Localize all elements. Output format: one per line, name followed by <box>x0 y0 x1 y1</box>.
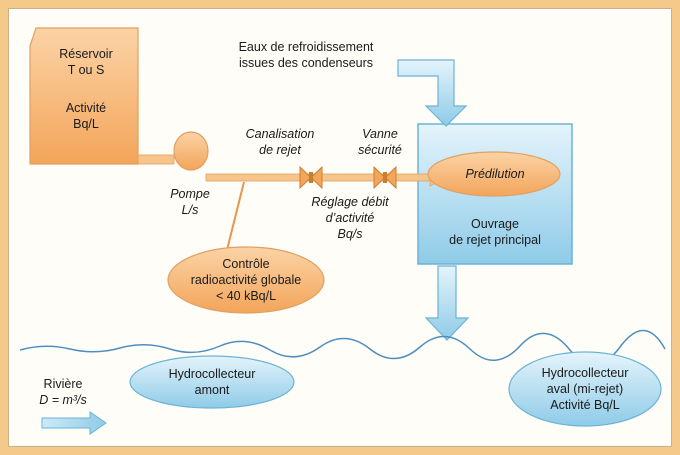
collector-downstream-line3: Activité Bq/L <box>550 398 620 412</box>
river-line1: Rivière <box>43 377 83 391</box>
collector-upstream-line2: amont <box>194 383 230 397</box>
reservoir-line1: Réservoir <box>59 47 113 61</box>
radio-control-line2: radioactivité globale <box>190 273 302 287</box>
collector-downstream-line2: aval (mi-rejet) <box>546 382 624 396</box>
valve-security-line2: sécurité <box>358 143 402 157</box>
cooling-water-label: Eaux de refroidissement issues des conde… <box>218 39 394 71</box>
radio-control-line3: < 40 kBq/L <box>215 289 277 303</box>
predilution-label: Prédilution <box>465 167 525 181</box>
flow-adjust-valve-icon <box>299 165 323 190</box>
collector-upstream-ellipse <box>129 355 295 409</box>
control-connector-line <box>225 181 245 255</box>
outfall-line2: de rejet principal <box>449 233 541 247</box>
cooling-water-line1: Eaux de refroidissement <box>238 40 374 54</box>
outfall-to-river-arrow-icon <box>424 265 470 341</box>
collector-upstream-line1: Hydrocollecteur <box>168 367 256 381</box>
reservoir-line3: Activité <box>65 101 107 115</box>
pump-line1: Pompe <box>170 187 210 201</box>
reservoir-tank <box>29 27 139 165</box>
security-valve-icon <box>373 165 397 190</box>
reservoir-pipe <box>137 154 175 165</box>
collector-downstream-label: Hydrocollecteur aval (mi-rejet) Activité… <box>525 365 645 413</box>
radio-control-label: Contrôle radioactivité globale < 40 kBq/… <box>176 256 316 304</box>
pump-icon <box>173 131 209 171</box>
radio-control-line1: Contrôle <box>222 257 270 271</box>
reservoir-line4: Bq/L <box>73 117 99 131</box>
cooling-water-line2: issues des condenseurs <box>238 56 374 70</box>
flow-adjust-line2: d’activité <box>325 211 375 225</box>
collector-upstream-label: Hydrocollecteur amont <box>152 366 272 398</box>
river-surface-line <box>19 329 666 366</box>
pipe-line2: de rejet <box>259 143 301 157</box>
river-flow-arrow-icon <box>41 411 107 435</box>
collector-downstream-ellipse <box>508 351 662 427</box>
collector-downstream-line1: Hydrocollecteur <box>541 366 629 380</box>
flow-adjust-line1: Réglage débit <box>311 195 389 209</box>
pipe-label: Canalisation de rejet <box>232 126 328 158</box>
pump-line2: L/s <box>181 203 199 217</box>
outfall-label: Ouvrage de rejet principal <box>424 216 566 248</box>
cooling-water-arrow-icon <box>397 59 468 127</box>
flow-adjust-label: Réglage débit d’activité Bq/s <box>296 194 404 242</box>
outfall-line1: Ouvrage <box>471 217 519 231</box>
reservoir-line2: T ou S <box>67 63 105 77</box>
pipe-line1: Canalisation <box>245 127 315 141</box>
river-label: Rivière D = m³/s <box>28 376 98 408</box>
predilution-ellipse <box>427 151 561 197</box>
flow-adjust-line3: Bq/s <box>337 227 363 241</box>
valve-security-line1: Vanne <box>362 127 398 141</box>
reservoir-label: Réservoir T ou S Activité Bq/L <box>40 46 132 132</box>
river-line2: D = m³/s <box>39 393 87 407</box>
radio-control-ellipse <box>167 246 325 314</box>
pump-label: Pompe L/s <box>160 186 220 218</box>
valve-security-label: Vanne sécurité <box>340 126 420 158</box>
